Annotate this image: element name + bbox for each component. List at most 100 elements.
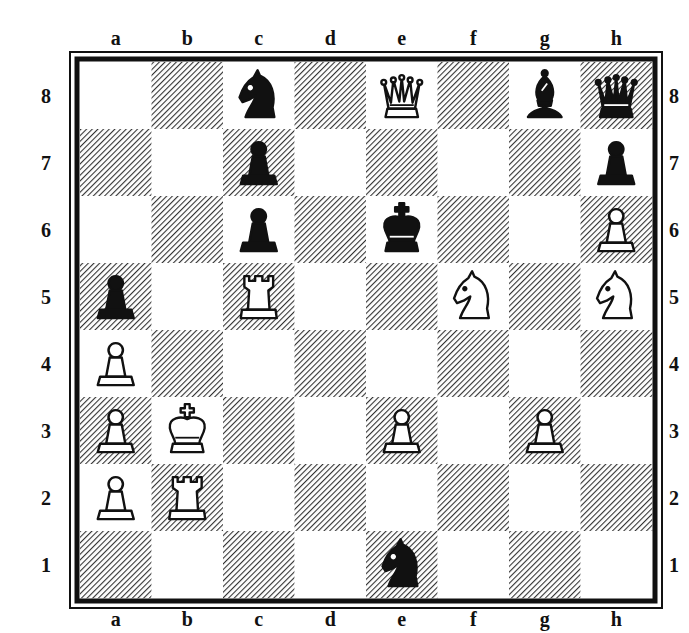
light-square <box>152 129 224 196</box>
light-square <box>223 464 295 531</box>
piece-outline <box>535 425 554 444</box>
light-square <box>223 330 295 397</box>
white-piece <box>241 276 277 318</box>
black-piece <box>384 203 419 251</box>
board-outer-frame <box>70 52 662 608</box>
rank-number: 8 <box>41 86 51 106</box>
light-square <box>295 129 367 196</box>
piece-outline <box>109 276 123 290</box>
white-piece <box>598 209 634 251</box>
piece-outline <box>106 358 125 377</box>
light-square <box>509 464 581 531</box>
rank-number: 2 <box>669 488 679 508</box>
dark-square <box>80 531 152 598</box>
file-letter: e <box>397 609 406 629</box>
white-piece <box>381 75 422 117</box>
file-letter: f <box>470 28 477 48</box>
piece-outline <box>596 80 601 85</box>
piece-outline <box>605 78 610 83</box>
dark-square <box>581 464 653 531</box>
piece-detail <box>604 104 628 106</box>
dark-square <box>366 129 438 196</box>
dark-square <box>366 531 438 598</box>
piece-outline <box>527 444 563 452</box>
piece-outline <box>607 224 626 243</box>
piece-outline <box>399 75 404 80</box>
black-piece <box>598 142 634 184</box>
piece-outline <box>381 80 386 85</box>
dark-square <box>295 330 367 397</box>
rank-number: 2 <box>41 488 51 508</box>
rank-number: 1 <box>41 555 51 575</box>
light-square <box>295 397 367 464</box>
piece-outline <box>106 425 125 444</box>
file-letter: g <box>540 28 550 48</box>
light-square <box>80 330 152 397</box>
file-letter: c <box>254 28 263 48</box>
piece-outline <box>538 100 552 105</box>
chess-pieces <box>98 70 637 586</box>
rank-number: 7 <box>41 153 51 173</box>
piece-outline <box>600 109 632 117</box>
light-square <box>223 62 295 129</box>
light-square <box>438 531 510 598</box>
light-square <box>152 531 224 598</box>
dark-square <box>509 263 581 330</box>
file-letter: h <box>611 609 622 629</box>
piece-outline <box>614 75 619 80</box>
dark-square <box>223 531 295 598</box>
rank-number: 4 <box>41 354 51 374</box>
light-square <box>152 397 224 464</box>
white-piece <box>597 271 632 318</box>
rank-number: 5 <box>41 287 51 307</box>
piece-outline <box>98 444 134 452</box>
dark-square <box>581 330 653 397</box>
piece-outline <box>106 291 125 310</box>
piece-outline <box>609 142 623 156</box>
white-piece <box>170 404 205 452</box>
piece-outline <box>249 224 268 243</box>
piece-outline <box>391 78 396 83</box>
dark-square <box>295 62 367 129</box>
piece-outline <box>408 78 413 83</box>
light-square <box>581 263 653 330</box>
light-square <box>581 129 653 196</box>
dark-square <box>223 129 295 196</box>
light-square <box>80 62 152 129</box>
dark-square <box>366 397 438 464</box>
dark-square <box>295 196 367 263</box>
piece-outline <box>392 425 411 444</box>
piece-outline <box>528 107 562 117</box>
piece-outline <box>632 80 637 85</box>
white-piece <box>169 477 205 519</box>
white-piece <box>384 410 420 452</box>
dark-square <box>438 196 510 263</box>
file-letter: b <box>182 609 193 629</box>
light-square <box>366 62 438 129</box>
piece-outline <box>622 78 627 83</box>
light-square <box>366 330 438 397</box>
black-piece <box>383 539 418 586</box>
light-square <box>581 531 653 598</box>
rank-number: 3 <box>41 421 51 441</box>
dark-square <box>152 62 224 129</box>
light-square <box>152 263 224 330</box>
light-square <box>80 464 152 531</box>
piece-outline <box>170 418 205 444</box>
file-letter: h <box>611 28 622 48</box>
piece-outline <box>384 78 420 109</box>
piece-outline <box>252 142 266 156</box>
rank-number: 1 <box>669 555 679 575</box>
piece-outline <box>384 444 420 452</box>
file-letter: e <box>397 28 406 48</box>
black-piece <box>240 70 275 117</box>
piece-outline <box>109 477 123 491</box>
piece-detail <box>390 236 414 238</box>
dark-square <box>223 263 295 330</box>
white-piece <box>454 271 489 318</box>
piece-outline <box>598 78 634 109</box>
dark-square <box>223 397 295 464</box>
board-squares <box>80 62 652 598</box>
dark-square <box>581 62 653 129</box>
black-piece <box>241 209 277 251</box>
